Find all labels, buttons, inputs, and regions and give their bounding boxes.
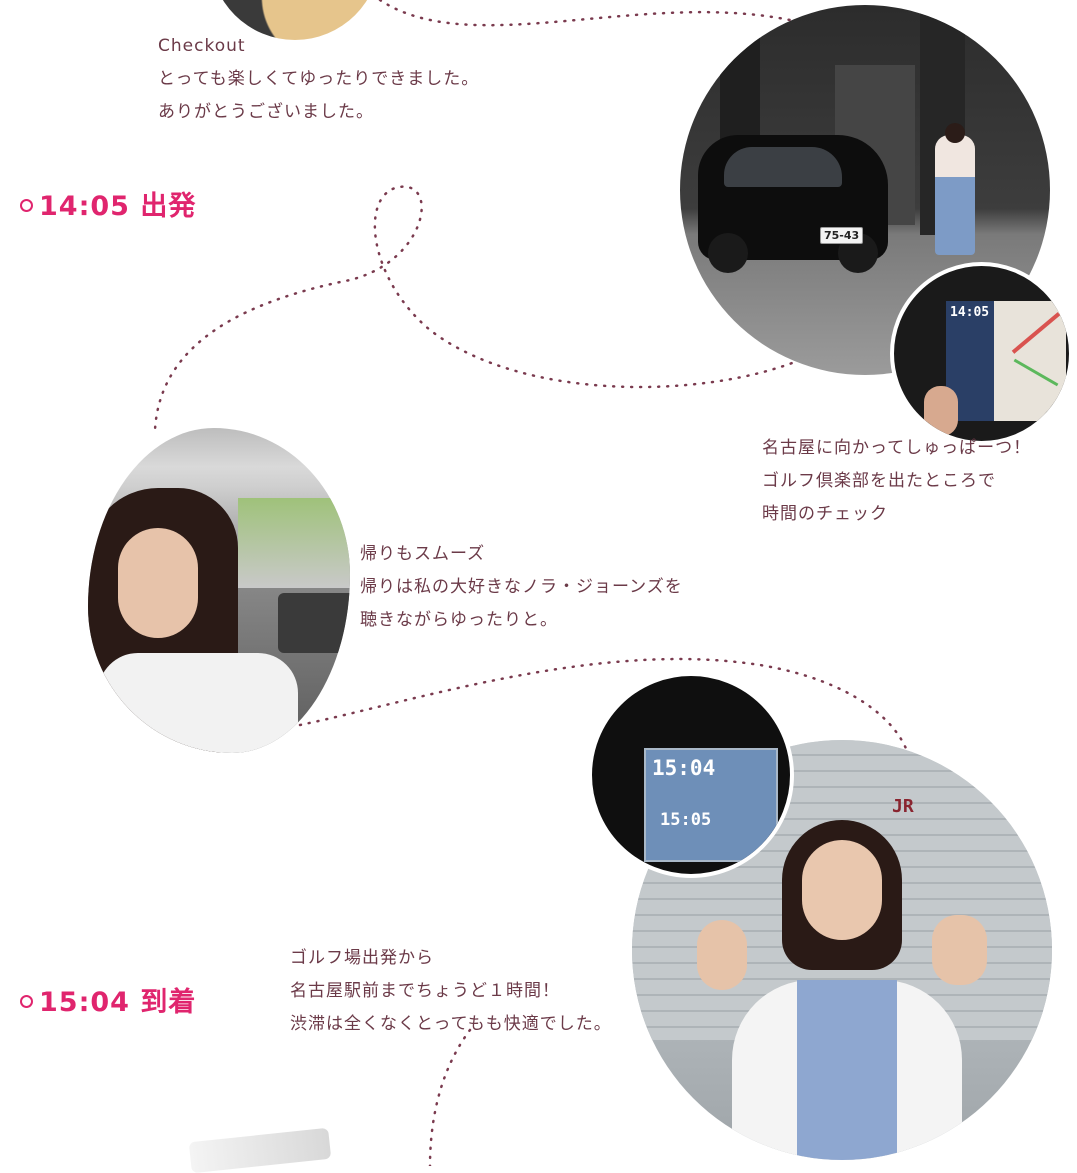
drive-caption-line-2: 帰りは私の大好きなノラ・ジョーンズを [360,577,683,597]
drive-caption: 帰りもスムーズ 帰りは私の大好きなノラ・ジョーンズを 聴きながらゆったりと。 [360,538,683,637]
checkout-text: Checkout とっても楽しくてゆったりできました。 ありがとうございました。 [158,30,479,129]
car-dashboard [278,593,350,653]
nav-screen: 15:04 15:05 [644,748,778,862]
woman-blouse [797,980,897,1160]
nav-route [1011,312,1061,354]
departure-time-label: 14:05 出発 [20,184,196,223]
waving-hand [697,920,747,990]
nav-screen: 14:05 [946,301,1066,421]
timeline-dot-icon [20,995,33,1008]
waving-hand [932,915,987,985]
woman-head [945,123,965,143]
nav-departure-time: 14:05 [950,305,990,320]
nav-road [1013,358,1059,387]
car-wheel [708,233,748,273]
timeline-dot-icon [20,199,33,212]
departure-caption-line-1: 名古屋に向かってしゅっぱーつ！ [762,438,1032,458]
arrival-time-label: 15:04 到着 [20,980,196,1019]
driver-photo [88,428,350,753]
checkout-line-1: とっても楽しくてゆったりできました。 [158,69,480,89]
checkout-line-2: ありがとうございました。 [158,102,374,122]
arrival-caption: ゴルフ場出発から 名古屋駅前までちょうど１時間！ 渋滞は全くなくとってもも快適で… [290,942,612,1041]
woman-face [118,528,198,638]
pointing-hand [924,386,958,436]
arrival-caption-line-1: ゴルフ場出発から [290,948,434,968]
checkout-heading: Checkout [158,36,246,56]
arrival-label: 到着 [140,987,197,1018]
nav-arrival-photo: 15:04 15:05 [588,672,794,878]
departure-caption: 名古屋に向かってしゅっぱーつ！ ゴルフ倶楽部を出たところで 時間のチェック [762,432,1031,531]
departure-caption-line-3: 時間のチェック [762,504,888,524]
arrival-caption-line-3: 渋滞は全くなくとってもも快適でした。 [290,1014,612,1034]
car-window [724,147,842,187]
nav-arrival-time: 15:04 [652,756,716,780]
drive-caption-line-1: 帰りもスムーズ [360,544,486,564]
nav-eta: 15:05 [660,810,712,830]
arrival-caption-line-2: 名古屋駅前までちょうど１時間！ [290,981,560,1001]
woman-face [802,840,882,940]
woman-standing [935,135,975,255]
woman-sweater [98,653,298,753]
departure-caption-line-2: ゴルフ倶楽部を出たところで [762,471,996,491]
departure-label: 出発 [140,191,197,222]
windshield-view [238,498,350,588]
drive-caption-line-3: 聴きながらゆったりと。 [360,610,558,630]
license-plate: 75-43 [820,227,864,244]
arrival-time: 15:04 [39,987,130,1018]
station-sign: JR [892,796,914,817]
departure-time: 14:05 [39,191,130,222]
nav-departure-photo: 14:05 [890,262,1073,445]
